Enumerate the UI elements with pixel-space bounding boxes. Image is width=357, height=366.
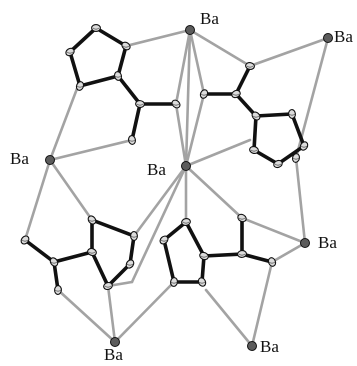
ba-atom-center (181, 161, 191, 171)
ligand-atom (231, 89, 241, 99)
ligand-atom (245, 62, 255, 70)
ba-label-bottom-left: Ba (104, 345, 123, 364)
ligand-atom (54, 285, 62, 295)
ligand-atom (87, 215, 97, 225)
ligand-atom (130, 231, 138, 241)
ligand-atom (197, 277, 207, 287)
ligand-atom (170, 277, 178, 287)
ligand-atom (251, 111, 261, 121)
ligand-atom (113, 71, 123, 81)
ligand-atom (135, 100, 145, 108)
ligand-atom (199, 89, 209, 99)
ligand-atom (128, 135, 136, 145)
ba-label-top: Ba (200, 9, 219, 28)
ba-label-center: Ba (147, 160, 166, 179)
ba-atom-bottom-right (247, 341, 257, 351)
ligand-atom (171, 99, 181, 109)
barium-atoms (45, 25, 333, 351)
ba-atom-top-right (323, 33, 333, 43)
ligand-atom (199, 251, 209, 261)
ligand-atom (75, 81, 85, 91)
ligand-atom (267, 257, 277, 267)
ligand-atom (181, 218, 191, 226)
ligand-atom (249, 145, 259, 155)
ligand-atom (237, 250, 247, 258)
ligand-atom (125, 259, 135, 269)
barium-labels: Ba Ba Ba Ba Ba Ba Ba (10, 9, 353, 364)
ligand-atom (49, 257, 59, 267)
coordination-bonds (23, 28, 330, 348)
ligand-atom (91, 24, 101, 32)
ligand-atoms (20, 24, 309, 295)
ba-label-left: Ba (10, 149, 29, 168)
ba-label-bottom-right: Ba (260, 337, 279, 356)
ligand-atom (121, 41, 131, 51)
ba-label-right: Ba (318, 233, 337, 252)
ligand-atom (237, 213, 247, 223)
ligand-atom (87, 247, 97, 257)
ligand-atom (20, 235, 30, 245)
ligand-atom (103, 281, 113, 291)
ligand-atom (288, 109, 296, 119)
ligand-atom (299, 141, 309, 151)
ba-atom-bottom-left (110, 337, 120, 347)
ligand-atom (273, 159, 283, 169)
ligand-atom (291, 153, 301, 163)
ba-atom-left (45, 155, 55, 165)
ligand-atom (65, 47, 75, 57)
ligand-atom (159, 235, 169, 245)
ba-atom-top (185, 25, 195, 35)
ba-atom-right (300, 238, 310, 248)
ligand-bonds (23, 26, 307, 292)
ba-label-top-right: Ba (334, 27, 353, 46)
